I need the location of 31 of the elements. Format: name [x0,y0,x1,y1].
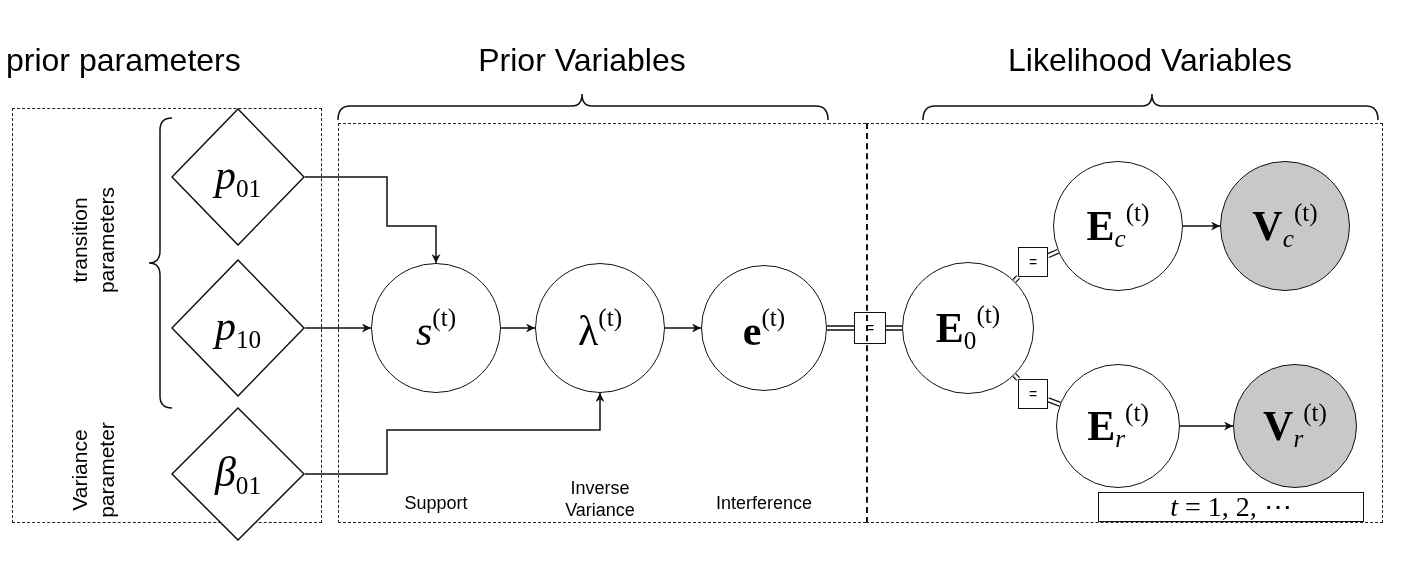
arrow [1179,421,1234,431]
factor-box [1018,247,1048,277]
arrow [304,323,372,333]
equals-sign: = [1028,386,1038,402]
arrow [500,323,536,333]
math-label: t = 1, 2, ⋯ [1170,493,1292,521]
group-heading: Prior Variables [477,41,687,80]
factor-box [1018,379,1048,409]
arrow [304,176,441,264]
group-label: Variance parameter [67,421,120,520]
math-label: p$_{10}$ [214,304,262,352]
factor-box [854,312,886,344]
math-label: e$^{(t)}$ [742,304,786,352]
arrow [664,323,702,333]
node-caption: Support [403,493,469,515]
group-heading: prior parameters [6,41,242,80]
parameter-diamond [171,108,305,246]
parameter-diamond [171,259,305,397]
index-box [1098,492,1364,522]
parameter-diamond [171,407,305,541]
math-label: s$^{(t)}$ [415,304,457,352]
arrow [304,392,605,475]
group-heading: Likelihood Variables [1007,41,1293,80]
math-label: β$_{01}$ [214,450,262,498]
group-label: transition parameters [67,185,120,296]
equals-sign: = [1028,254,1038,270]
node-caption: Inverse Variance [564,478,636,522]
node-caption: Interference [714,493,814,515]
arrow [1182,221,1221,231]
math-label: p$_{01}$ [214,153,262,201]
math-label: λ$^{(t)}$ [577,304,623,352]
